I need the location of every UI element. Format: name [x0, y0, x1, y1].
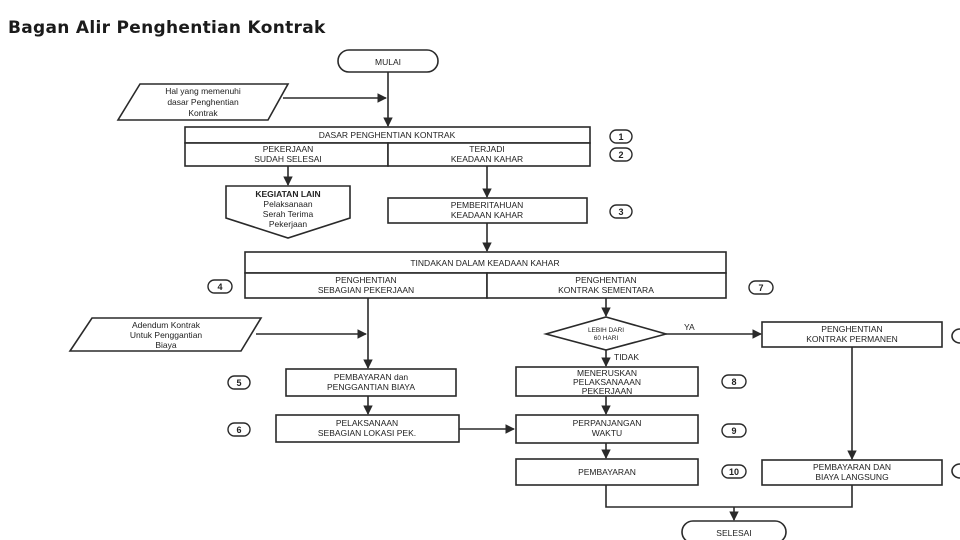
- payment-direct-box: PEMBAYARAN DAN BIAYA LANGSUNG: [761, 459, 943, 486]
- start-label: MULAI: [375, 57, 401, 67]
- other-activity-line2: Pelaksanaan: [263, 199, 312, 209]
- input-basis-line3: Kontrak: [188, 108, 218, 118]
- force-majeure-line1: TERJADI: [469, 144, 504, 154]
- temporary-line1: PENGHENTIAN: [575, 275, 636, 285]
- temporary-box: PENGHENTIAN KONTRAK SEMENTARA: [486, 272, 727, 299]
- step-number-1: 1: [609, 129, 633, 144]
- notify-line2: KEADAAN KAHAR: [451, 210, 523, 220]
- extension-box: PERPANJANGAN WAKTU: [515, 414, 699, 444]
- svg-text:2: 2: [618, 150, 623, 160]
- action-box: TINDAKAN DALAM KEADAAN KAHAR: [244, 251, 727, 274]
- end-label: SELESAI: [716, 528, 751, 538]
- payment-replace-line1: PEMBAYARAN dan: [334, 372, 409, 382]
- other-activity-shape: KEGIATAN LAIN Pelaksanaan Serah Terima P…: [225, 185, 351, 239]
- svg-text:6: 6: [236, 425, 241, 435]
- decision-line2: 60 HARI: [594, 335, 619, 342]
- extension-line2: WAKTU: [592, 428, 622, 438]
- decision-line1: LEBIH DARI: [588, 327, 624, 334]
- decision-diamond: LEBIH DARI 60 HARI: [542, 316, 670, 351]
- step-number-3: 3: [609, 204, 633, 219]
- continue-work-line1: MENERUSKAN: [577, 368, 637, 378]
- step-number-4: 4: [207, 279, 233, 294]
- basis-label: DASAR PENGHENTIAN KONTRAK: [319, 130, 456, 140]
- step-number-10: 10: [721, 464, 747, 479]
- addendum-line1: Adendum Kontrak: [132, 320, 201, 330]
- input-addendum: Adendum Kontrak Untuk Penggantian Biaya: [68, 317, 263, 352]
- step-number-7: 7: [748, 280, 774, 295]
- svg-text:1: 1: [618, 132, 623, 142]
- payment-box: PEMBAYARAN: [515, 458, 699, 486]
- svg-text:10: 10: [729, 467, 739, 477]
- notify-box: PEMBERITAHUAN KEADAAN KAHAR: [387, 197, 588, 224]
- connectors: [256, 72, 857, 521]
- input-basis-line1: Hal yang memenuhi: [165, 86, 241, 96]
- partial-box: PENGHENTIAN SEBAGIAN PEKERJAAN: [244, 272, 488, 299]
- svg-text:3: 3: [618, 207, 623, 217]
- force-majeure-box: TERJADI KEADAAN KAHAR: [387, 142, 591, 167]
- other-activity-line1: KEGIATAN LAIN: [255, 189, 320, 199]
- step-number-9: 9: [721, 423, 747, 438]
- addendum-line3: Biaya: [155, 340, 177, 350]
- input-basis: Hal yang memenuhi dasar Penghentian Kont…: [116, 83, 290, 121]
- work-done-box: PEKERJAAN SUDAH SELESAI: [184, 142, 389, 167]
- work-done-line2: SUDAH SELESAI: [254, 154, 322, 164]
- addendum-line2: Untuk Penggantian: [130, 330, 203, 340]
- input-basis-line2: dasar Penghentian: [167, 97, 239, 107]
- partial-location-line2: SEBAGIAN LOKASI PEK.: [318, 428, 416, 438]
- step-number-5: 5: [227, 375, 251, 390]
- payment-replace-box: PEMBAYARAN dan PENGGANTIAN BIAYA: [285, 368, 457, 397]
- basis-box: DASAR PENGHENTIAN KONTRAK: [184, 126, 591, 144]
- other-activity-line3: Serah Terima: [263, 209, 314, 219]
- payment-direct-line2: BIAYA LANGSUNG: [815, 472, 888, 482]
- svg-text:9: 9: [731, 426, 736, 436]
- payment-label: PEMBAYARAN: [578, 467, 636, 477]
- other-activity-line4: Pekerjaan: [269, 219, 308, 229]
- no-label: TIDAK: [614, 352, 639, 362]
- diagram-title: Bagan Alir Penghentian Kontrak: [8, 18, 326, 38]
- permanent-line1: PENGHENTIAN: [821, 324, 882, 334]
- continue-work-line3: PEKERJAAN: [582, 386, 633, 396]
- step-number-8: 8: [721, 374, 747, 389]
- work-done-line1: PEKERJAAN: [263, 144, 314, 154]
- continue-work-line2: PELAKSANAAAN: [573, 377, 641, 387]
- partial-location-line1: PELAKSANAAN: [336, 418, 398, 428]
- action-label: TINDAKAN DALAM KEADAAN KAHAR: [410, 258, 559, 268]
- payment-direct-line1: PEMBAYARAN DAN: [813, 462, 891, 472]
- cropped-marker-right-upper: [951, 328, 960, 344]
- step-number-2: 2: [609, 147, 633, 162]
- permanent-box: PENGHENTIAN KONTRAK PERMANEN: [761, 321, 943, 348]
- yes-label: YA: [684, 322, 695, 332]
- svg-text:7: 7: [758, 283, 763, 293]
- start-terminal: MULAI: [337, 49, 439, 73]
- svg-text:8: 8: [731, 377, 736, 387]
- cropped-marker-right-lower: [951, 463, 960, 479]
- notify-line1: PEMBERITAHUAN: [451, 200, 524, 210]
- extension-line1: PERPANJANGAN: [573, 418, 642, 428]
- partial-line1: PENGHENTIAN: [335, 275, 396, 285]
- force-majeure-line2: KEADAAN KAHAR: [451, 154, 523, 164]
- payment-replace-line2: PENGGANTIAN BIAYA: [327, 382, 415, 392]
- step-number-6: 6: [227, 422, 251, 437]
- temporary-line2: KONTRAK SEMENTARA: [558, 285, 654, 295]
- partial-location-box: PELAKSANAAN SEBAGIAN LOKASI PEK.: [275, 414, 460, 443]
- permanent-line2: KONTRAK PERMANEN: [806, 334, 898, 344]
- svg-text:5: 5: [236, 378, 241, 388]
- end-terminal: SELESAI: [681, 520, 787, 540]
- continue-work-box: MENERUSKAN PELAKSANAAAN PEKERJAAN: [515, 366, 699, 397]
- svg-text:4: 4: [217, 282, 222, 292]
- partial-line2: SEBAGIAN PEKERJAAN: [318, 285, 414, 295]
